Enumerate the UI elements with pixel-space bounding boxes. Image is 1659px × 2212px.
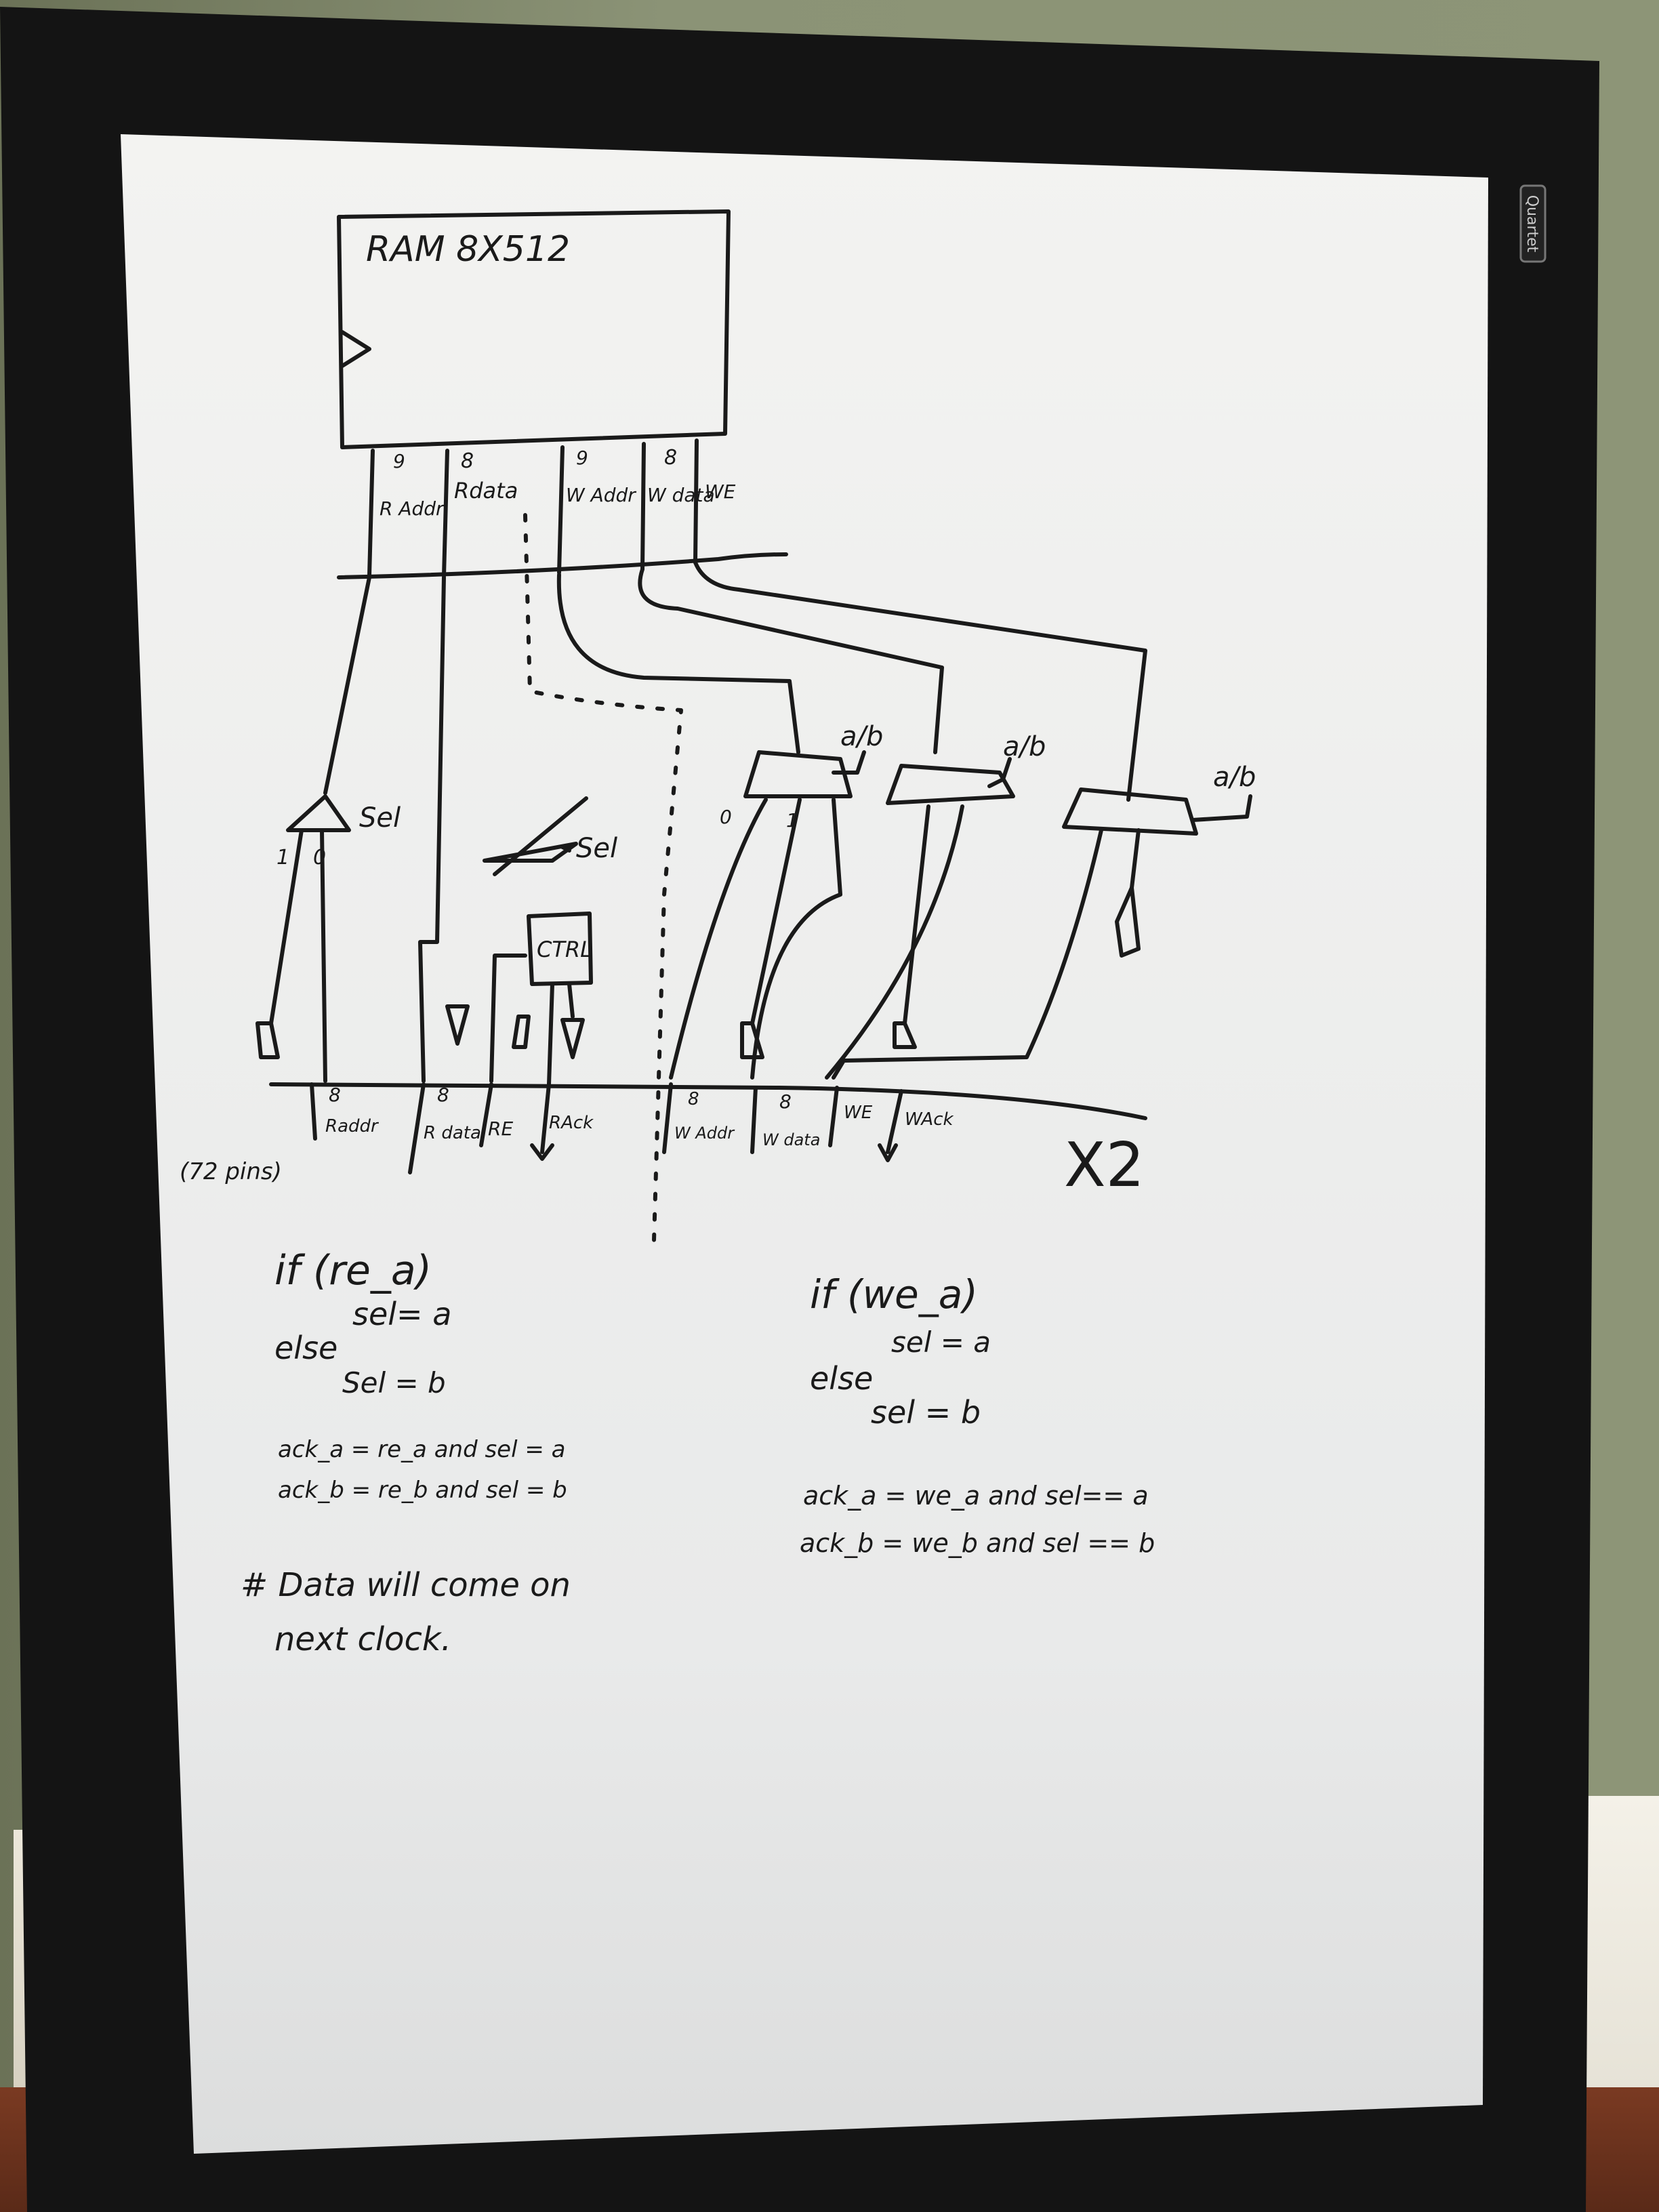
- right-mux-2: [886, 764, 1015, 805]
- top-pin-width-2: 8: [461, 449, 474, 473]
- right-mux-input-1: 1: [786, 809, 798, 832]
- bottom-pin-label-8: WAck: [905, 1109, 954, 1130]
- left-mux: [286, 794, 351, 832]
- left-input-arrow-icon: [255, 1021, 280, 1059]
- read-logic-line1: if (re_a): [274, 1247, 432, 1294]
- read-ack-b: ack_b = re_b and sel = b: [278, 1477, 567, 1504]
- left-mux-label: Sel: [359, 802, 401, 834]
- ram-block: [337, 209, 731, 449]
- left-mux-input-1: 1: [276, 846, 289, 869]
- bottom-pin-width-2: 8: [437, 1084, 449, 1106]
- right-mux-select-1: a/b: [840, 721, 883, 752]
- read-logic-line3: else: [274, 1330, 337, 1366]
- top-pin-width-4: 8: [664, 446, 677, 470]
- note-line2: next clock.: [274, 1620, 451, 1658]
- top-pin-width-1: 9: [393, 450, 405, 472]
- bottom-pin-label-2: R data: [424, 1123, 481, 1143]
- right-mux-3: [1062, 787, 1198, 836]
- bottom-pin-width-5: 8: [688, 1089, 699, 1109]
- write-ack-a: ack_a = we_a and sel== a: [803, 1481, 1149, 1511]
- multiplier: X2: [1064, 1130, 1145, 1201]
- top-pin-label-5: WE: [705, 480, 736, 503]
- read-logic-line4: Sel = b: [342, 1366, 446, 1399]
- write-logic-line2: sel = a: [891, 1326, 991, 1359]
- ctrl-input-arrow-icon: [512, 1015, 531, 1049]
- demux: [483, 842, 578, 863]
- ram-title: RAM 8X512: [366, 229, 570, 270]
- pin-we-line: [693, 438, 699, 565]
- handwriting: RAM 8X512 9 R Addr 8 Rdata 9 W Addr 8 W …: [180, 229, 1256, 1658]
- bottom-pin-label-3: RE: [488, 1118, 513, 1140]
- brand-label: Quartet: [1523, 195, 1540, 253]
- left-mux-input-0: 0: [313, 846, 326, 869]
- clock-triangle-icon: [340, 330, 371, 368]
- bottom-pin-width-1: 8: [329, 1084, 341, 1106]
- demux-label: Sel: [576, 833, 617, 864]
- top-pin-label-3: W Addr: [566, 484, 636, 506]
- write-logic-line1: if (we_a): [810, 1271, 978, 1317]
- note-line1: # Data will come on: [241, 1566, 571, 1604]
- top-pin-label-4: W data: [647, 484, 715, 506]
- w-input-arrow-icon: [740, 1021, 764, 1059]
- top-pin-label-1: R Addr: [380, 497, 445, 520]
- top-pin-label-2: Rdata: [454, 478, 518, 504]
- read-logic-line2: sel= a: [352, 1296, 451, 1332]
- brand-badge: Quartet: [1519, 184, 1547, 263]
- right-mux-select-3: a/b: [1213, 762, 1256, 793]
- bottom-pin-label-7: WE: [844, 1103, 873, 1123]
- drawing: [255, 209, 1252, 1242]
- top-bus-line: [337, 552, 788, 579]
- wdata-input-arrow-icon: [893, 1021, 917, 1049]
- write-ack-b: ack_b = we_b and sel == b: [800, 1528, 1155, 1558]
- bottom-pin-label-1: Raddr: [325, 1116, 380, 1136]
- whiteboard-surface: [121, 134, 1488, 2154]
- write-logic-line4: sel = b: [871, 1394, 981, 1431]
- divider: [523, 513, 683, 1242]
- bottom-pin-label-6: W data: [762, 1130, 820, 1149]
- pin-count-note: (72 pins): [180, 1158, 282, 1185]
- read-ack-a: ack_a = re_a and sel = a: [278, 1436, 566, 1463]
- ctrl-label: CTRL: [537, 937, 592, 962]
- raddr-route: [323, 575, 371, 795]
- pin-raddr-line: [367, 449, 375, 578]
- right-mux-1: [743, 750, 853, 798]
- rdata-output-arrow-icon: [445, 1004, 470, 1046]
- right-mux-select-2: a/b: [1003, 731, 1046, 762]
- ctrl-block: [527, 912, 593, 986]
- bottom-pin-width-6: 8: [779, 1090, 792, 1113]
- rdata-route: [418, 575, 446, 1083]
- pin-waddr-line: [557, 445, 565, 575]
- write-logic-line3: else: [810, 1360, 873, 1397]
- bottom-pin-label-5: W Addr: [674, 1124, 735, 1143]
- top-pin-width-3: 9: [576, 447, 588, 469]
- pin-wdata-line: [640, 442, 646, 571]
- pin-rdata-line: [442, 449, 449, 578]
- we-input-arrow-icon: [1115, 886, 1141, 958]
- bottom-bus-line: [269, 1082, 1147, 1120]
- bottom-pin-label-4: RAck: [549, 1113, 594, 1133]
- right-mux-input-0: 0: [720, 806, 732, 828]
